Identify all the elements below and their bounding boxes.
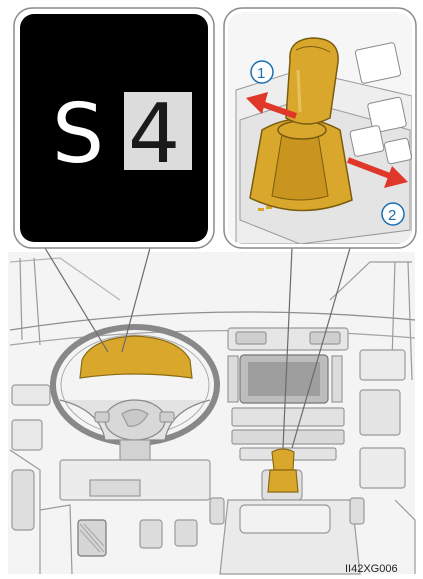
callout-1: 1	[251, 61, 273, 83]
callout-2: 2	[382, 203, 404, 225]
gear-number: 4	[128, 87, 180, 182]
figure-code: II42XG006	[345, 563, 398, 575]
display-inset: S 4	[14, 8, 214, 248]
callout-1-label: 1	[257, 65, 265, 82]
mode-letter: S	[52, 87, 104, 182]
dashboard-scene	[8, 252, 415, 574]
callout-2-label: 2	[388, 207, 396, 224]
lever-inset: 1 2	[224, 8, 416, 248]
